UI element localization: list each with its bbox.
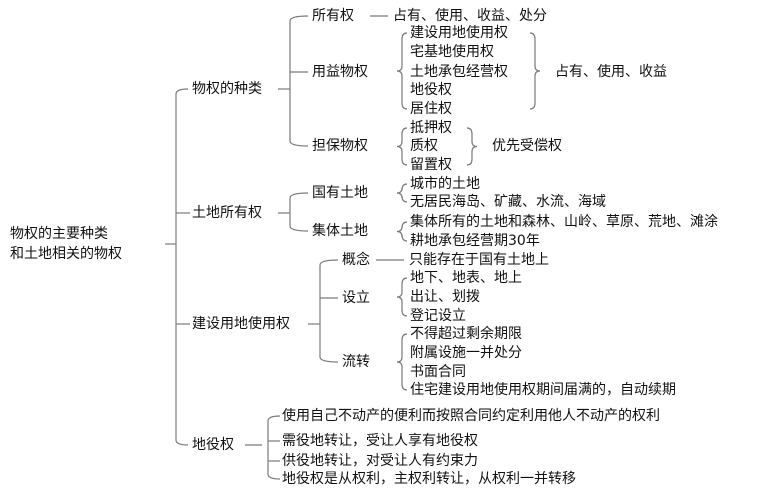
branch-easement: 地役权: [192, 437, 234, 453]
transfer-brace: [396, 333, 408, 391]
node-usufruct: 用益物权: [312, 64, 368, 80]
security-brace: [396, 127, 408, 166]
easement-item: 使用自己不动产的便利而按照合同约定利用他人不动产的权利: [282, 408, 660, 424]
easement-item: 需役地转让，受让人享有地役权: [282, 433, 478, 449]
node-transfer: 流转: [342, 354, 370, 370]
transfer-item: 书面合同: [410, 364, 466, 380]
easement-item: 地役权是从权利，主权利转让，从权利一并转移: [282, 471, 576, 487]
node-state-land: 国有土地: [312, 185, 368, 201]
state-brace: [396, 183, 408, 203]
root-line-2: 和土地相关的物权: [10, 246, 122, 262]
root-line-1: 物权的主要种类: [10, 226, 108, 242]
transfer-item: 不得超过剩余期限: [410, 326, 522, 342]
security-item: 质权: [410, 138, 438, 154]
collective-land-item: 集体所有的土地和森林、山岭、草原、荒地、滩涂: [410, 214, 718, 230]
branch-land: 土地所有权: [192, 205, 262, 221]
state-land-item: 无居民海岛、矿藏、水流、海域: [410, 194, 606, 210]
establish-item: 地下、地表、地上: [410, 270, 522, 286]
root-spine: [175, 88, 189, 446]
node-security: 担保物权: [312, 138, 368, 154]
usufruct-item: 宅基地使用权: [410, 44, 494, 60]
usufruct-item: 土地承包经营权: [410, 64, 508, 80]
security-item: 抵押权: [410, 120, 452, 136]
node-collective-land: 集体土地: [312, 223, 368, 239]
node-ownership: 所有权: [312, 8, 354, 24]
collective-brace: [396, 221, 408, 242]
collective-land-item: 耕地承包经营期30年: [410, 233, 540, 249]
kinds-spine: [289, 15, 309, 147]
transfer-item: 住宅建设用地使用权期间届满的，自动续期: [410, 382, 676, 398]
node-establish: 设立: [342, 290, 370, 306]
usufruct-right-brace: [529, 32, 541, 110]
usufruct-item: 居住权: [410, 101, 452, 117]
desc-concept: 只能存在于国有土地上: [409, 252, 549, 268]
desc-security: 优先受偿权: [492, 138, 562, 154]
node-concept: 概念: [342, 252, 370, 268]
easement-spine: [267, 415, 281, 480]
construction-spine: [319, 259, 339, 363]
land-spine: [289, 192, 309, 232]
root-node: 物权的主要种类 和土地相关的物权: [10, 224, 122, 264]
branch-kinds: 物权的种类: [192, 81, 262, 97]
easement-item: 供役地转让，对受让人有约束力: [282, 453, 478, 469]
establish-item: 出让、划拨: [410, 289, 480, 305]
transfer-item: 附属设施一并处分: [410, 345, 522, 361]
desc-usufruct: 占有、使用、收益: [555, 64, 667, 80]
security-item: 留置权: [410, 157, 452, 173]
usufruct-brace: [396, 32, 408, 110]
desc-ownership: 占有、使用、收益、处分: [393, 8, 547, 24]
state-land-item: 城市的土地: [410, 176, 480, 192]
establish-brace: [396, 277, 408, 317]
establish-item: 登记设立: [410, 308, 466, 324]
usufruct-item: 地役权: [410, 82, 452, 98]
branch-construction: 建设用地使用权: [192, 316, 290, 332]
security-right-brace: [466, 127, 478, 166]
usufruct-item: 建设用地使用权: [410, 25, 508, 41]
